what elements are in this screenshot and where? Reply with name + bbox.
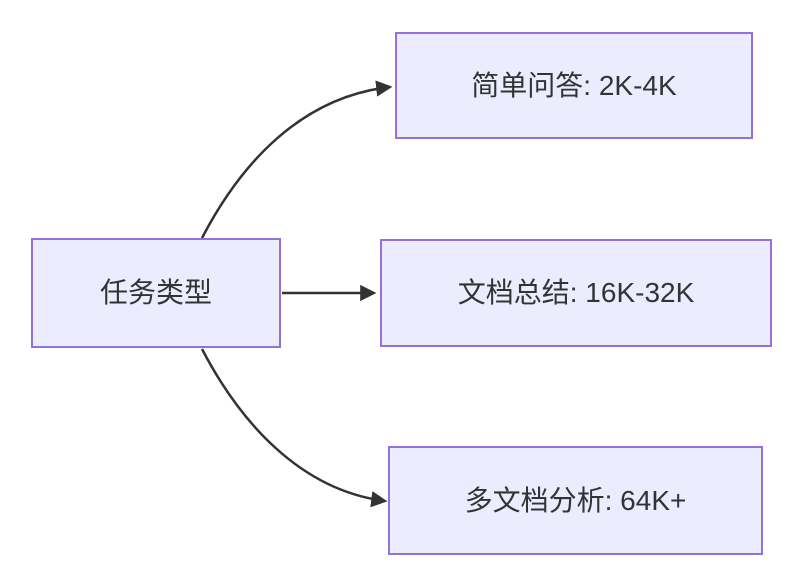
node-simple-qa-label: 简单问答: 2K-4K — [471, 69, 677, 101]
node-simple-qa: 简单问答: 2K-4K — [395, 32, 753, 139]
node-multi-doc-analysis: 多文档分析: 64K+ — [388, 446, 763, 555]
node-doc-summary-label: 文档总结: 16K-32K — [457, 277, 695, 309]
node-task-type-label: 任务类型 — [99, 277, 212, 309]
edge-task-to-simple-qa — [200, 80, 393, 239]
node-doc-summary: 文档总结: 16K-32K — [380, 239, 772, 347]
node-multi-doc-analysis-label: 多文档分析: 64K+ — [464, 484, 687, 516]
edge-task-to-multi-doc — [200, 348, 388, 508]
node-task-type: 任务类型 — [31, 238, 281, 348]
